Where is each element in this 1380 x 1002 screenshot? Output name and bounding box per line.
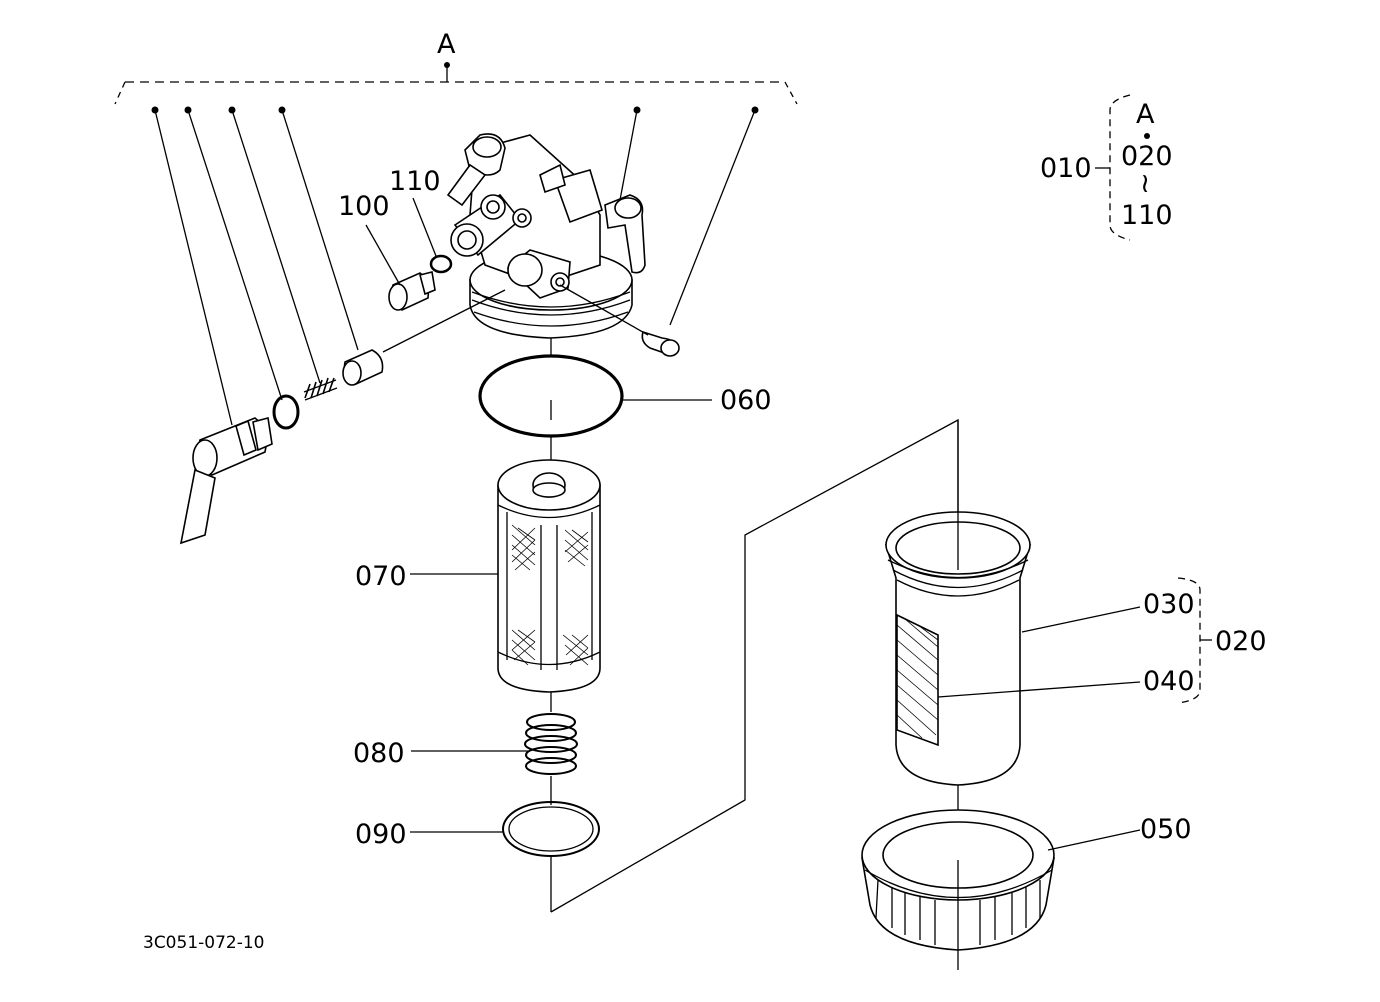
legend-range: ≀ <box>1140 168 1150 199</box>
legend-letter: A <box>1136 99 1155 130</box>
group-a-bracket: A <box>114 29 798 114</box>
label-090: 090 <box>355 819 407 850</box>
label-070: 070 <box>355 561 407 592</box>
cock-lever <box>179 416 273 545</box>
group-leaders <box>154 109 756 426</box>
label-040 <box>896 613 939 747</box>
group-a-label: A <box>437 29 456 60</box>
spring-cock <box>303 377 338 401</box>
label-060: 060 <box>720 385 772 416</box>
label-100: 100 <box>338 191 390 222</box>
drawing-code: 3C051-072-10 <box>143 933 264 953</box>
leader-040 <box>937 681 1141 698</box>
label-030: 030 <box>1143 589 1195 620</box>
label-020: 020 <box>1215 626 1267 657</box>
label-040: 040 <box>1143 666 1195 697</box>
label-110: 110 <box>389 166 441 197</box>
spring-080 <box>524 692 578 805</box>
label-080: 080 <box>353 738 405 769</box>
oring-cock <box>272 394 300 430</box>
oring-090 <box>502 801 600 912</box>
leader-050 <box>1047 829 1141 851</box>
filter-head <box>446 133 646 339</box>
legend-assembly: 010 <box>1040 153 1092 184</box>
legend-from: 020 <box>1121 141 1173 172</box>
collar-cock <box>342 289 506 386</box>
filter-element-070 <box>497 436 601 693</box>
ring-nut-050 <box>861 809 1055 970</box>
plug-100 <box>365 224 436 311</box>
legend-to: 110 <box>1121 200 1173 231</box>
label-050: 050 <box>1140 814 1192 845</box>
leader-030 <box>1021 606 1141 633</box>
bracket-020 <box>1177 577 1212 704</box>
assembly-legend: 010 A 020 ≀ 110 <box>1040 94 1173 241</box>
screw-head <box>559 284 680 357</box>
oring-110 <box>412 197 453 274</box>
oring-060 <box>478 354 624 438</box>
